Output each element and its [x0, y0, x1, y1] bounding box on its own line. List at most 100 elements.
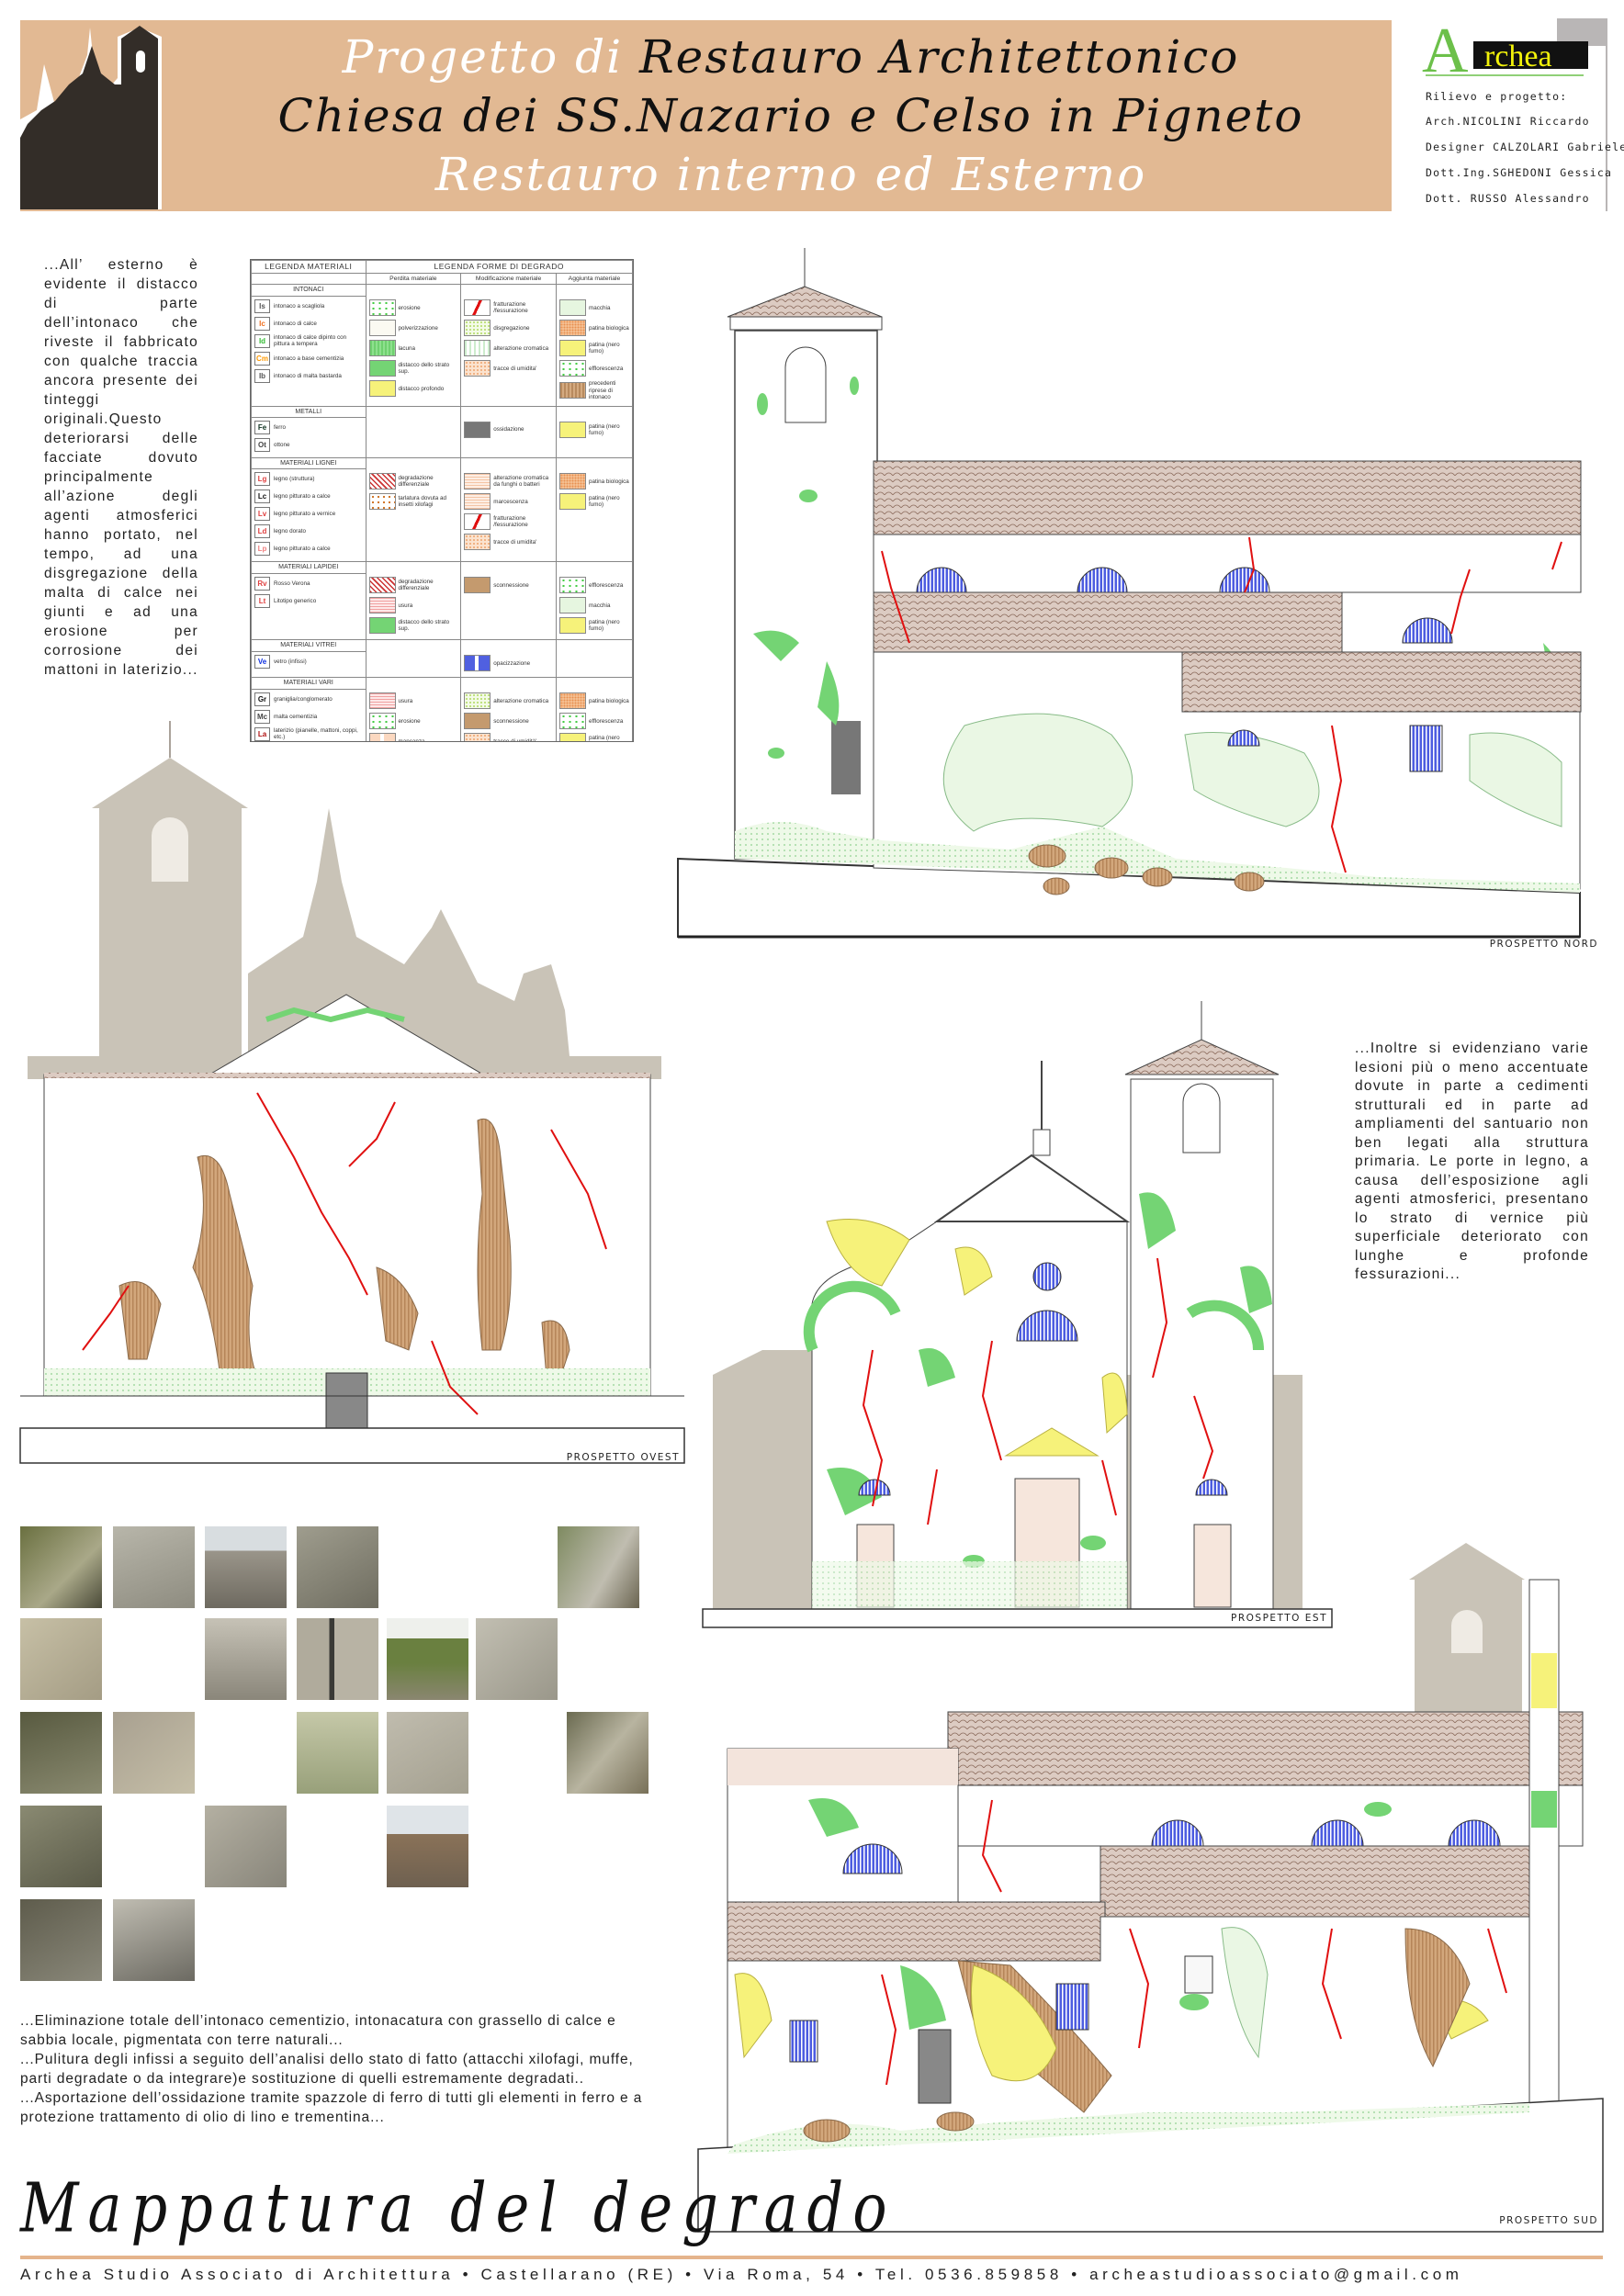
legend-blank — [251, 273, 367, 286]
legend-degrado-item: patina biologica — [559, 692, 629, 710]
degrado-label: tarlatura dovuta ad insetti xilofagi — [398, 495, 447, 509]
degrado-label: tracce di umidità' — [493, 737, 537, 742]
material-label: legno pitturato a calce — [274, 493, 331, 501]
degrado-label: patina (nero fumo) — [589, 342, 620, 355]
erosion-swatch-icon — [368, 299, 396, 317]
pink-lines-swatch-icon — [368, 692, 396, 710]
legend-degrado-item: precedenti riprese di intonaco — [559, 380, 629, 400]
material-label: legno dorato — [274, 528, 307, 535]
legend-degrado-item: degradazione differenziale — [368, 577, 458, 594]
label-prospetto-est: PROSPETTO EST — [1231, 1613, 1327, 1624]
legend-degrado-item: disgregazione — [464, 320, 553, 337]
degrado-label: usura — [398, 602, 413, 609]
title-line-1: Progetto di Restauro Architettonico — [190, 29, 1392, 84]
site-photo — [558, 1526, 639, 1608]
legend-degrado-item: macchia — [559, 299, 629, 317]
elevation-ovest — [19, 721, 685, 1464]
degrado-label: efflorescenza — [589, 717, 624, 725]
degrado-label: distacco profondo — [398, 385, 445, 392]
yellow-swatch-icon — [559, 422, 586, 439]
material-label: Litotipo generico — [274, 597, 317, 604]
intervention-plaster: ...Eliminazione totale dell’intonaco cem… — [20, 2013, 616, 2048]
yellow-swatch-icon — [559, 493, 586, 511]
title-subtitle: Restauro interno ed Esterno — [434, 148, 1147, 201]
legend-degrado-item: opacizzazione — [464, 655, 553, 672]
label-prospetto-nord: PROSPETTO NORD — [1489, 939, 1598, 950]
material-code-badge: Lc — [254, 490, 270, 504]
text-exterior-description: ...All’ esterno è evidente il distacco d… — [44, 257, 198, 678]
material-code-badge: Fe — [254, 421, 270, 435]
text-lesions-description: ...Inoltre si evidenziano varie lesioni … — [1355, 1041, 1589, 1282]
legend-perdita-cell: degradazione differenziale tarlatura dovu… — [365, 457, 462, 563]
material-code-badge: Mc — [254, 709, 270, 724]
legend-section-title: METALLI — [252, 409, 366, 419]
material-code-badge: Ld — [254, 524, 270, 539]
legend-degrado-title: LEGENDA FORME DI DEGRADO — [365, 260, 633, 275]
legend-modificazione-cell: ossidazione — [460, 406, 557, 459]
material-label: Rosso Verona — [274, 580, 310, 587]
cream-swatch-icon — [368, 320, 396, 337]
legend-degrado-item: efflorescenza — [559, 577, 629, 594]
legend-degrado-item: tracce di umidita' — [464, 360, 553, 377]
site-photo — [20, 1618, 102, 1700]
label-prospetto-ovest: PROSPETTO OVEST — [566, 1452, 680, 1463]
degrado-label: sconnessione — [493, 717, 529, 725]
material-code-badge: Id — [254, 333, 270, 348]
site-photo — [113, 1899, 195, 1981]
site-photo — [387, 1618, 468, 1700]
legend-aggiunta-cell: patina (nero fumo) — [556, 406, 633, 459]
pink-lines-swatch-icon — [368, 597, 396, 614]
title-band: Progetto di Restauro Architettonico Chie… — [190, 20, 1392, 211]
yellow-swatch-icon — [368, 380, 396, 398]
ltgreen-stripe-swatch-icon — [464, 340, 491, 357]
ltgreen-swatch-icon — [559, 299, 586, 317]
legend-degrado-item: erosione — [368, 713, 458, 730]
degrado-label: precedenti riprese di intonaco — [589, 380, 616, 400]
material-code-badge: La — [254, 726, 270, 741]
degrado-label: lacuna — [398, 344, 416, 352]
peach-swatch-icon — [464, 360, 491, 377]
legend-degrado-item: lacuna — [368, 340, 458, 357]
degrado-label: efflorescenza — [589, 365, 624, 372]
degrado-label: patina (nero fumo) — [589, 495, 620, 509]
green-swatch-icon — [368, 360, 396, 377]
footer-contact: Archea Studio Associato di Architettura … — [20, 2266, 1463, 2283]
degrado-label: alterazione cromatica — [493, 344, 549, 352]
degrado-label: disgregazione — [493, 324, 530, 332]
legend-degrado-item: degradazione differenziale — [368, 473, 458, 490]
degrado-label: usura — [398, 697, 413, 704]
material-label: intonaco di calce dipinto con pittura a … — [274, 333, 347, 348]
material-code-badge: Ot — [254, 438, 270, 453]
site-photo — [20, 1806, 102, 1887]
legend-material-item: La laterizio (pianelle, mattoni, coppi, e… — [254, 726, 363, 741]
degrado-label: patina (nero fumo) — [589, 735, 620, 742]
footer-divider — [20, 2256, 1603, 2259]
brown-stripe-swatch-icon — [559, 382, 586, 400]
legend-perdita-cell — [365, 639, 462, 679]
degrado-label: patina biologica — [589, 324, 629, 332]
legend-degrado-item: tracce di umidità' — [464, 733, 553, 742]
yellow-swatch-icon — [559, 733, 586, 741]
peach-lines-swatch-icon — [464, 493, 491, 511]
legend-degrado-item: patina biologica — [559, 473, 629, 490]
erosion-swatch-icon — [559, 360, 586, 377]
elevation-sud — [697, 1543, 1604, 2233]
site-photo — [20, 1712, 102, 1794]
legend-degrado-item: tracce di umidita' — [464, 534, 553, 551]
material-label: laterizio (pianelle, mattoni, coppi, etc… — [274, 726, 358, 741]
material-label: intonaco di calce — [274, 320, 317, 327]
material-code-badge: Lv — [254, 507, 270, 522]
material-label: malta cementizia — [274, 713, 318, 720]
material-label: ottone — [274, 442, 290, 449]
legend-col-aggiunta: Aggiunta materiale — [556, 273, 633, 286]
brown-swatch-icon — [464, 713, 491, 730]
degrado-label: fratturazione /fessurazione — [493, 515, 528, 529]
legend-section-title: MATERIALI LAPIDEI — [252, 564, 366, 574]
legend-degrado-item: tarlatura dovuta ad insetti xilofagi — [368, 493, 458, 511]
